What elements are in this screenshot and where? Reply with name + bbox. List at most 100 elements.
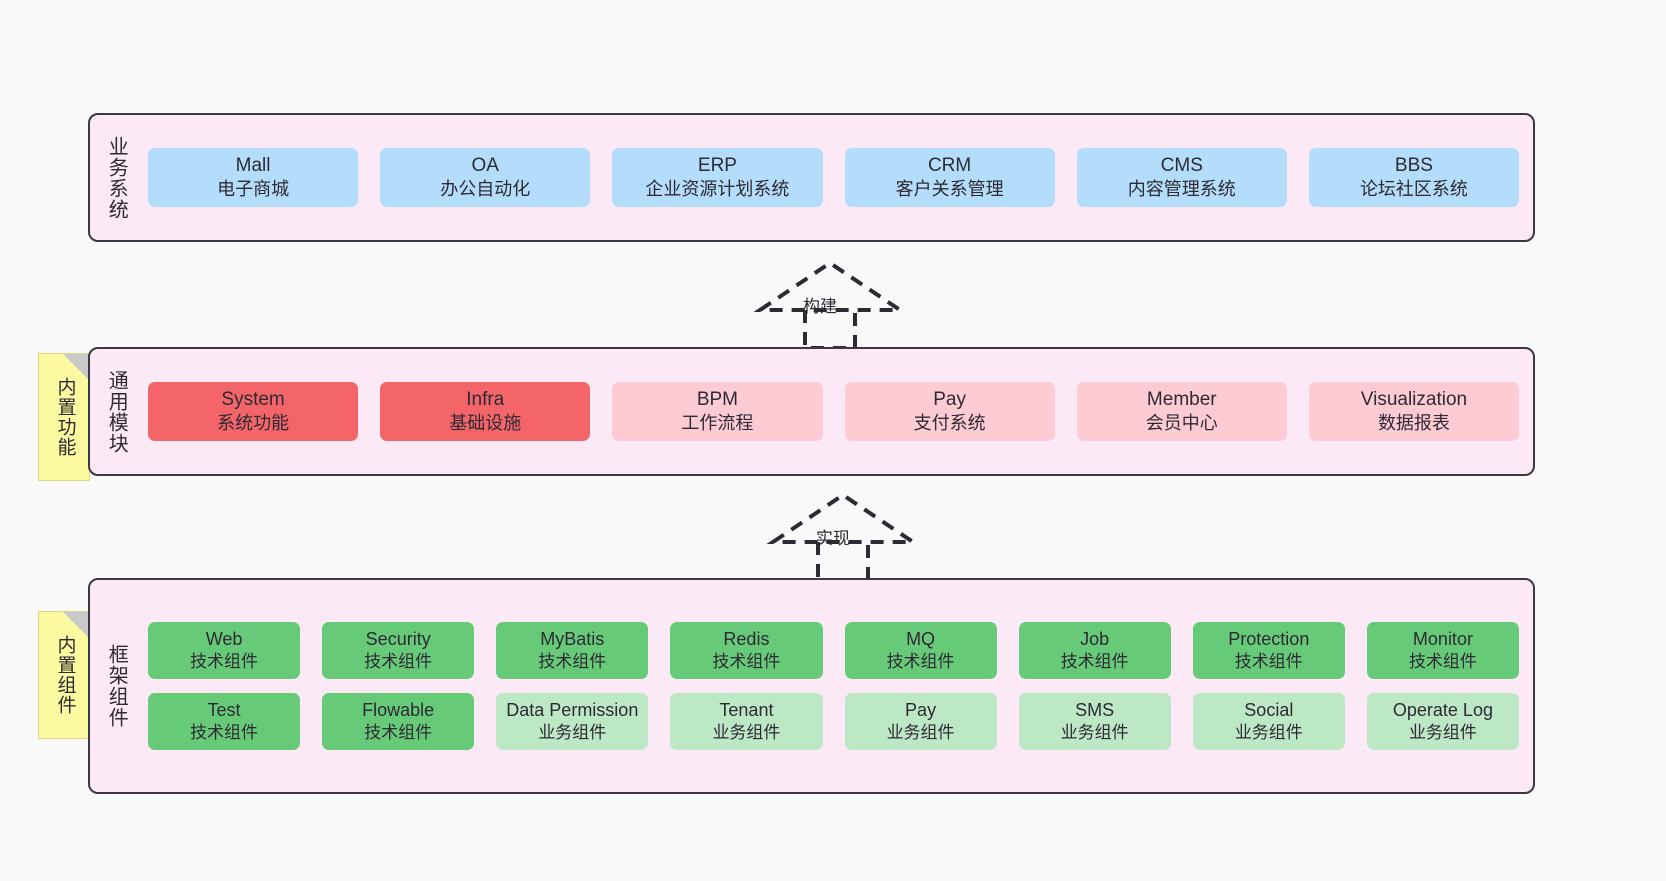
card-subtitle: 办公自动化 <box>440 179 531 200</box>
card-subtitle: 电子商城 <box>217 179 290 200</box>
card-title: Pay <box>905 700 937 720</box>
card-cms[interactable]: CMS 内容管理系统 <box>1076 147 1287 208</box>
card-subtitle: 内容管理系统 <box>1127 179 1236 200</box>
card-title: System <box>221 388 285 410</box>
card-subtitle: 支付系统 <box>913 413 986 434</box>
card-title: Visualization <box>1360 388 1468 410</box>
card-system[interactable]: System 系统功能 <box>148 381 359 442</box>
card-title: Security <box>365 629 431 650</box>
card-row: Test 技术组件 Flowable 技术组件 Data Permission … <box>148 693 1519 750</box>
card-subtitle: 业务组件 <box>1234 723 1303 743</box>
note-builtin-features: 内置功能 <box>38 353 90 481</box>
note-label: 内置功能 <box>54 377 76 457</box>
card-subtitle: 技术组件 <box>1408 652 1477 672</box>
card-subtitle: 业务组件 <box>1408 723 1477 743</box>
card-title: SMS <box>1075 700 1115 720</box>
card-subtitle: 客户关系管理 <box>895 179 1004 200</box>
layer-title-modules: 通用模块 <box>105 369 128 454</box>
layer-common-modules[interactable]: 通用模块 System 系统功能 Infra 基础设施 BPM 工作流程 Pay… <box>88 347 1535 476</box>
layer-body-framework: Web 技术组件 Security 技术组件 MyBatis 技术组件 Redi… <box>142 580 1533 792</box>
card-title: CRM <box>927 154 972 176</box>
card-title: Data Permission <box>506 700 639 720</box>
card-subtitle: 业务组件 <box>886 723 955 743</box>
card-protection[interactable]: Protection 技术组件 <box>1192 622 1345 679</box>
card-title: Redis <box>723 629 770 650</box>
card-title: Infra <box>466 388 505 410</box>
card-member[interactable]: Member 会员中心 <box>1076 381 1287 442</box>
card-mall[interactable]: Mall 电子商城 <box>148 147 359 208</box>
card-operate-log[interactable]: Operate Log 业务组件 <box>1366 693 1519 750</box>
card-title: Web <box>205 629 243 650</box>
card-row: Web 技术组件 Security 技术组件 MyBatis 技术组件 Redi… <box>148 622 1519 679</box>
card-infra[interactable]: Infra 基础设施 <box>380 381 591 442</box>
card-title: Operate Log <box>1392 700 1493 720</box>
layer-title-business: 业务系统 <box>105 135 128 220</box>
card-subtitle: 技术组件 <box>712 652 781 672</box>
card-mq[interactable]: MQ 技术组件 <box>844 622 997 679</box>
layer-business-system[interactable]: 业务系统 Mall 电子商城 OA 办公自动化 ERP 企业资源计划系统 CRM… <box>88 113 1535 242</box>
card-subtitle: 业务组件 <box>712 723 781 743</box>
connector-implement: 实现 <box>766 490 920 582</box>
card-data-permission[interactable]: Data Permission 业务组件 <box>496 693 649 750</box>
card-job[interactable]: Job 技术组件 <box>1018 622 1171 679</box>
card-title: Test <box>207 700 241 720</box>
note-fold-corner-icon <box>63 612 89 638</box>
card-subtitle: 技术组件 <box>364 652 433 672</box>
card-title: Monitor <box>1412 629 1473 650</box>
layer-framework-components[interactable]: 框架组件 Web 技术组件 Security 技术组件 MyBatis 技术组件… <box>88 578 1535 794</box>
card-subtitle: 技术组件 <box>190 652 259 672</box>
card-visualization[interactable]: Visualization 数据报表 <box>1308 381 1520 442</box>
card-title: Job <box>1080 629 1110 650</box>
card-title: BPM <box>696 388 739 410</box>
card-title: Member <box>1146 388 1217 410</box>
card-title: CMS <box>1160 154 1203 176</box>
card-pay-module[interactable]: Pay 支付系统 <box>844 381 1055 442</box>
connector-build-label: 构建 <box>803 297 837 316</box>
card-crm[interactable]: CRM 客户关系管理 <box>844 147 1055 208</box>
card-subtitle: 企业资源计划系统 <box>645 179 790 200</box>
card-subtitle: 基础设施 <box>449 413 522 434</box>
card-title: OA <box>471 154 499 176</box>
card-sms[interactable]: SMS 业务组件 <box>1018 693 1171 750</box>
card-title: ERP <box>697 154 737 176</box>
card-monitor[interactable]: Monitor 技术组件 <box>1366 622 1519 679</box>
card-oa[interactable]: OA 办公自动化 <box>380 147 591 208</box>
note-builtin-components: 内置组件 <box>38 611 90 739</box>
connector-build: 构建 <box>753 258 907 350</box>
card-social[interactable]: Social 业务组件 <box>1192 693 1345 750</box>
layer-body-business: Mall 电子商城 OA 办公自动化 ERP 企业资源计划系统 CRM 客户关系… <box>142 115 1533 240</box>
card-title: Tenant <box>719 700 774 720</box>
card-web[interactable]: Web 技术组件 <box>148 622 301 679</box>
card-subtitle: 技术组件 <box>364 723 433 743</box>
card-title: Mall <box>235 154 271 176</box>
card-title: MQ <box>906 629 936 650</box>
layer-body-modules: System 系统功能 Infra 基础设施 BPM 工作流程 Pay 支付系统… <box>142 349 1533 474</box>
card-subtitle: 数据报表 <box>1377 413 1450 434</box>
card-redis[interactable]: Redis 技术组件 <box>670 622 823 679</box>
card-subtitle: 系统功能 <box>217 413 290 434</box>
card-pay-component[interactable]: Pay 业务组件 <box>844 693 997 750</box>
card-title: Flowable <box>362 700 435 720</box>
card-title: Protection <box>1228 629 1310 650</box>
card-subtitle: 会员中心 <box>1145 413 1218 434</box>
card-tenant[interactable]: Tenant 业务组件 <box>670 693 823 750</box>
note-label: 内置组件 <box>54 635 76 715</box>
card-title: MyBatis <box>540 629 605 650</box>
connector-implement-label: 实现 <box>816 529 850 548</box>
card-subtitle: 论坛社区系统 <box>1359 179 1468 200</box>
card-row: System 系统功能 Infra 基础设施 BPM 工作流程 Pay 支付系统… <box>148 381 1520 442</box>
card-title: Pay <box>933 388 966 410</box>
card-subtitle: 工作流程 <box>681 413 754 434</box>
card-subtitle: 技术组件 <box>1060 652 1129 672</box>
card-title: Social <box>1244 700 1294 720</box>
card-flowable[interactable]: Flowable 技术组件 <box>322 693 475 750</box>
card-subtitle: 技术组件 <box>886 652 955 672</box>
card-title: BBS <box>1394 154 1433 176</box>
card-mybatis[interactable]: MyBatis 技术组件 <box>496 622 649 679</box>
card-test[interactable]: Test 技术组件 <box>148 693 301 750</box>
card-erp[interactable]: ERP 企业资源计划系统 <box>612 147 823 208</box>
card-bbs[interactable]: BBS 论坛社区系统 <box>1308 147 1520 208</box>
note-fold-corner-icon <box>63 354 89 380</box>
card-security[interactable]: Security 技术组件 <box>322 622 475 679</box>
card-bpm[interactable]: BPM 工作流程 <box>612 381 823 442</box>
